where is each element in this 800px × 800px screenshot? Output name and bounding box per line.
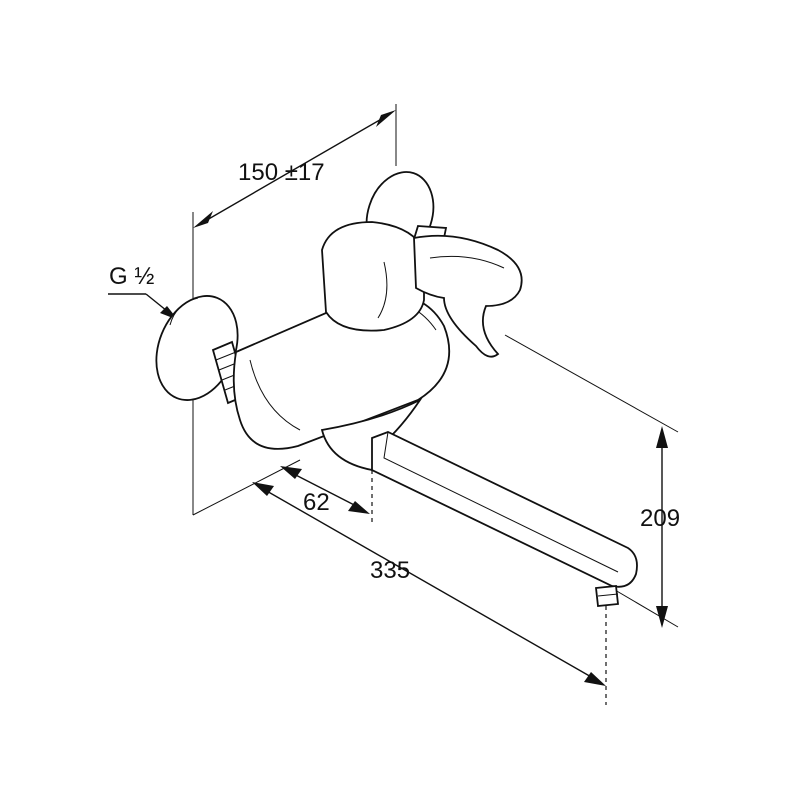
- wall-rosette-left: [155, 295, 249, 405]
- connection-label: G ½: [109, 263, 154, 290]
- dimension-150: [193, 110, 396, 228]
- center-lines: [371, 470, 607, 705]
- dimension-335-label: 335: [370, 557, 410, 584]
- dimension-209-label: 209: [640, 505, 680, 532]
- dimension-62-label: 62: [303, 489, 330, 516]
- dimension-209: [656, 426, 668, 628]
- lever-handle: [321, 221, 523, 358]
- dimension-150-label: 150 ±17: [238, 159, 325, 186]
- dimension-335: [252, 482, 606, 686]
- spout: [371, 431, 638, 607]
- dimension-62: [280, 466, 370, 514]
- connection-leader: [108, 293, 178, 320]
